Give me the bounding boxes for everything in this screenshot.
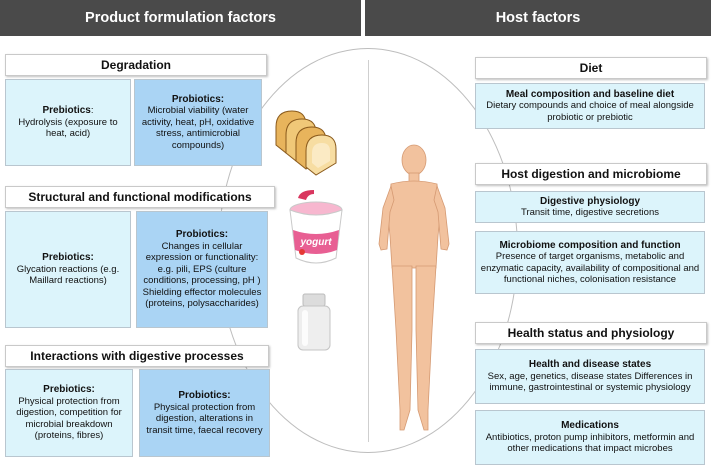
yogurt-label: yogurt: [299, 237, 332, 248]
degradation-prebiotics-label: Prebiotics: [42, 105, 91, 117]
microbiome-text: Presence of target organisms, metabolic …: [480, 251, 700, 285]
interactions-prebiotics-label: Prebiotics:: [43, 384, 95, 396]
yogurt-cup-icon: yogurt: [289, 190, 343, 264]
host-factors-header: Host factors: [365, 0, 711, 36]
degradation-prebiotics-box: Prebiotics: Hydrolysis (exposure to heat…: [5, 79, 131, 166]
degradation-probiotics-text: Microbial viability (water activity, hea…: [141, 105, 255, 151]
center-divider: [368, 60, 369, 442]
health-status-title: Health status and physiology: [475, 322, 707, 344]
structural-probiotics-text: Changes in cellular expression or functi…: [142, 240, 262, 310]
health-disease-box: Health and disease states Sex, age, gene…: [475, 349, 705, 404]
microbiome-box: Microbiome composition and function Pres…: [475, 231, 705, 294]
medications-text: Antibiotics, proton pump inhibitors, met…: [485, 431, 695, 455]
degradation-probiotics-box: Probiotics: Microbial viability (water a…: [134, 79, 262, 166]
microbiome-label: Microbiome composition and function: [499, 239, 681, 251]
degradation-prebiotics-text: Hydrolysis (exposure to heat, acid): [18, 116, 118, 140]
degradation-title: Degradation: [5, 54, 267, 76]
structural-title: Structural and functional modifications: [5, 186, 275, 208]
structural-prebiotics-text: Glycation reactions (e.g. Maillard react…: [16, 263, 120, 287]
structural-probiotics-box: Probiotics: Changes in cellular expressi…: [136, 211, 268, 328]
digestive-physiology-box: Digestive physiology Transit time, diges…: [475, 191, 705, 223]
host-digestion-title: Host digestion and microbiome: [475, 163, 707, 185]
digestive-physiology-label: Digestive physiology: [539, 195, 641, 207]
interactions-probiotics-text: Physical protection from digestion, alte…: [146, 401, 263, 436]
interactions-probiotics-label: Probiotics:: [178, 390, 231, 401]
bread-icon: [275, 110, 337, 176]
medications-label: Medications: [561, 420, 619, 432]
human-body-icon: [378, 144, 450, 431]
interactions-probiotics-box: Probiotics: Physical protection from dig…: [139, 369, 270, 457]
structural-probiotics-label: Probiotics:: [175, 229, 229, 241]
degradation-probiotics-label: Probiotics:: [171, 93, 225, 105]
meal-composition-label: Meal composition and baseline diet: [505, 88, 675, 100]
health-disease-label: Health and disease states: [528, 359, 652, 371]
structural-prebiotics-box: Prebiotics: Glycation reactions (e.g. Ma…: [5, 211, 131, 328]
pill-bottle-icon: [297, 293, 331, 351]
interactions-title: Interactions with digestive processes: [5, 345, 269, 367]
interactions-prebiotics-text: Physical protection from digestion, comp…: [16, 395, 122, 442]
interactions-prebiotics-box: Prebiotics: Physical protection from dig…: [5, 369, 133, 457]
meal-composition-box: Meal composition and baseline diet Dieta…: [475, 83, 705, 129]
diet-title: Diet: [475, 57, 707, 79]
structural-prebiotics-label: Prebiotics:: [42, 252, 94, 264]
health-disease-text: Sex, age, genetics, disease states Diffe…: [487, 370, 693, 394]
medications-box: Medications Antibiotics, proton pump inh…: [475, 410, 705, 465]
digestive-physiology-text: Transit time, digestive secretions: [521, 207, 659, 218]
product-formulation-header: Product formulation factors: [0, 0, 361, 36]
meal-composition-text: Dietary compounds and choice of meal alo…: [486, 100, 694, 123]
